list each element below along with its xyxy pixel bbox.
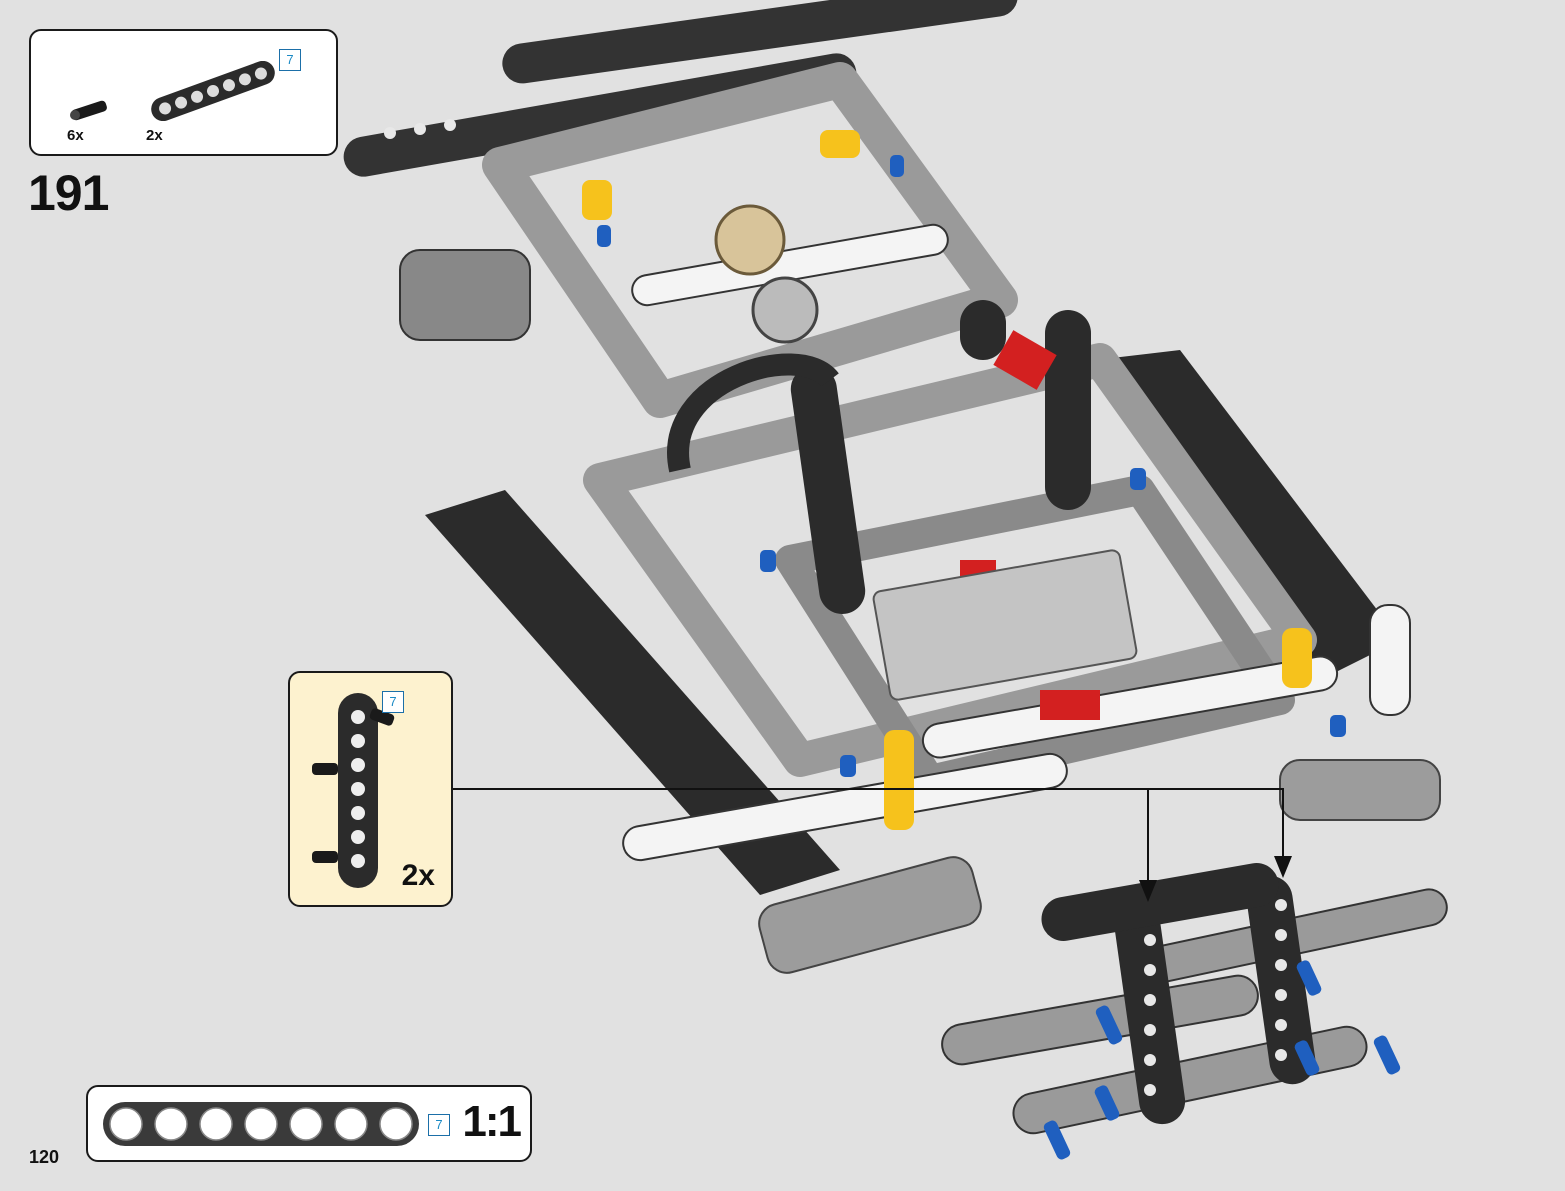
white-beam-3 (921, 655, 1339, 759)
left-axle-housing (399, 249, 531, 341)
blue-pins (597, 155, 1401, 1160)
callout-length-badge: 7 (382, 691, 404, 713)
scale-label: 1:1 (462, 1097, 522, 1146)
gray-frame-3 (775, 475, 1295, 795)
engine-block (872, 549, 1138, 701)
yellow-part-4 (1282, 628, 1312, 688)
new-beam-right (1246, 875, 1316, 1085)
parts-qty-pin: 6x (67, 127, 84, 144)
step-number: 191 (28, 165, 109, 221)
beam-holes (384, 119, 1287, 1096)
beam-length-badge: 7 (279, 49, 301, 71)
black-beam-v2 (1045, 310, 1091, 510)
black-beam-icon (151, 61, 275, 121)
scale-beam-icon (103, 1102, 419, 1146)
parts-list: 6x 2x 7 (29, 29, 338, 156)
beam-top (343, 53, 857, 177)
steering-arc (667, 353, 839, 473)
black-beam-v3 (960, 300, 1006, 360)
gear-tan (714, 204, 786, 276)
scale-reference: 7 1:1 (86, 1085, 532, 1162)
yellow-part-2 (820, 130, 860, 158)
black-beam-v1 (790, 365, 866, 615)
gear-gray (751, 276, 819, 344)
rear-axle-housing (758, 856, 982, 974)
friction-pin-icon (70, 100, 107, 121)
parts-qty-beam: 2x (146, 127, 163, 144)
beam-top-2 (502, 0, 1018, 84)
subassembly-callout: 7 2x (288, 671, 453, 907)
callout-quantity: 2x (401, 859, 435, 892)
white-l-beam (1369, 604, 1411, 716)
new-beam-left (1114, 905, 1186, 1125)
red-part-2 (1040, 690, 1100, 720)
yellow-part-3 (884, 730, 914, 830)
red-part-1 (993, 330, 1057, 390)
gray-frame-1 (482, 62, 1018, 418)
beam-with-pins-icon (312, 693, 395, 888)
black-cross-beam (1041, 862, 1279, 942)
scale-length-badge: 7 (428, 1114, 450, 1136)
right-axle-housing (1279, 759, 1441, 821)
page-number: 120 (29, 1147, 60, 1167)
yellow-part-1 (582, 180, 612, 220)
